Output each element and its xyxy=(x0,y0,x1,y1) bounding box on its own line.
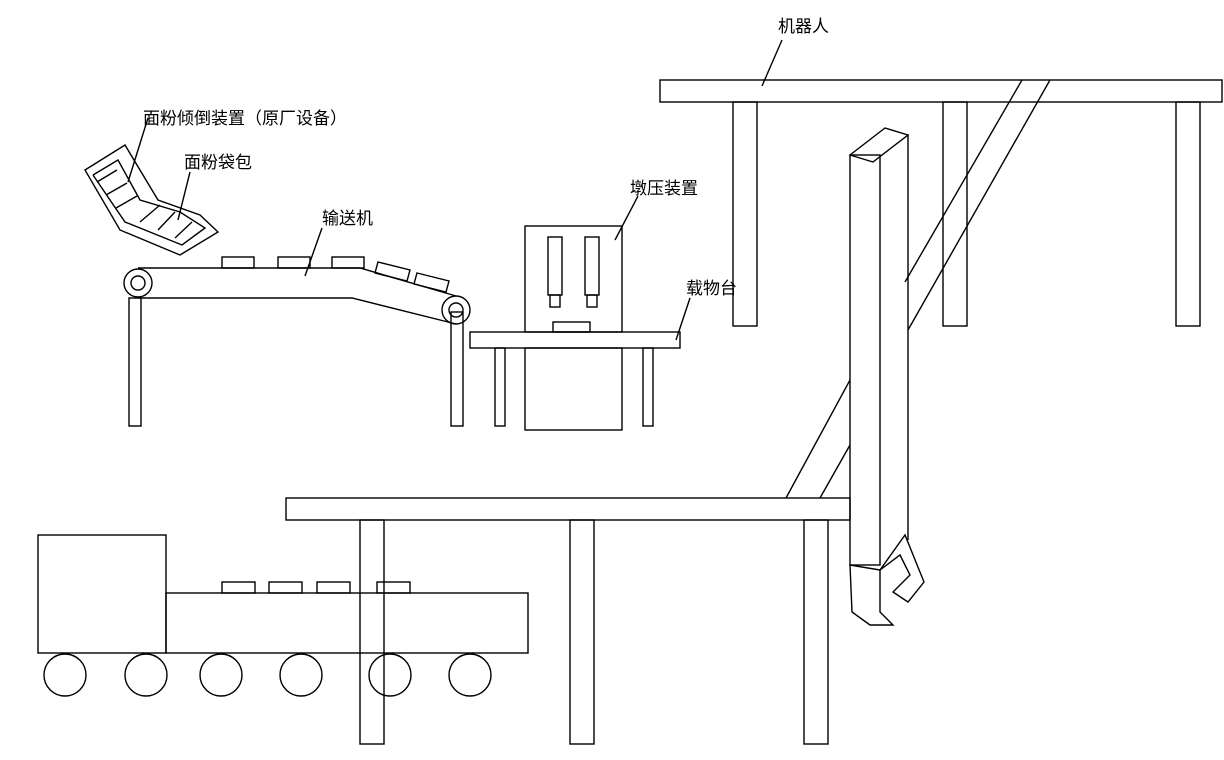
conveyor-bag-4 xyxy=(374,261,411,282)
conveyor-belt-top xyxy=(138,267,457,297)
conveyor-roller-right-hub xyxy=(448,302,464,318)
dumper-leader-line xyxy=(127,117,149,183)
gripper-jaw-right xyxy=(879,533,925,603)
conveyor-bag-2 xyxy=(277,256,311,269)
conveyor-leg-right xyxy=(450,311,464,427)
dumper-slot-6 xyxy=(174,221,193,239)
robot-arm-lower-edge-2 xyxy=(819,444,851,499)
robot-label: 机器人 xyxy=(778,17,829,37)
platform-leader-line xyxy=(675,297,691,341)
press-lower-housing xyxy=(524,347,623,431)
press-cylinder-left xyxy=(547,236,563,296)
cart-bag-4 xyxy=(376,581,411,594)
gripper-jaw-left xyxy=(849,564,895,626)
cart xyxy=(37,534,529,697)
platform-label: 载物台 xyxy=(686,279,737,299)
robot-arm-lower-edge-1 xyxy=(785,379,851,499)
gantry-leg-right xyxy=(1175,101,1201,327)
press-plate xyxy=(552,321,591,333)
conveyor-roller-left xyxy=(123,268,153,298)
dumper-outline xyxy=(84,144,220,256)
dumper-slot-1 xyxy=(96,169,118,183)
press-rod-right xyxy=(586,294,598,308)
conveyor-roller-left-hub xyxy=(130,275,146,291)
flour-dumper-label: 面粉倾倒装置（原厂设备） xyxy=(143,109,347,129)
conveyor-bag-5 xyxy=(413,272,450,293)
press-label: 墩压装置 xyxy=(630,179,698,199)
gantry-leg-left xyxy=(732,101,758,327)
conveyor-belt-bottom xyxy=(138,297,457,325)
table-top xyxy=(285,497,851,521)
cart-bag-1 xyxy=(221,581,256,594)
conveyor-label: 输送机 xyxy=(322,209,373,229)
cart-bag-3 xyxy=(316,581,351,594)
gantry-leg-middle xyxy=(942,101,968,327)
press-leader-line xyxy=(614,195,639,241)
press-cylinder-right xyxy=(584,236,600,296)
dumper-slot-4 xyxy=(139,204,161,223)
platform-top xyxy=(469,331,681,349)
conveyor-bag-1 xyxy=(221,256,255,269)
cart-wheel-2 xyxy=(124,653,168,697)
press-rod-left xyxy=(549,294,561,308)
dumper-slot-3 xyxy=(115,195,138,209)
platform-leg-left xyxy=(494,347,506,427)
cart-cab xyxy=(37,534,167,654)
conveyor-bag-3 xyxy=(331,256,365,269)
column-top-face xyxy=(848,127,910,163)
cart-wheel-4 xyxy=(279,653,323,697)
robot-arm-edge-left xyxy=(904,79,1023,283)
press-upper-housing xyxy=(524,225,623,333)
platform-leg-right xyxy=(642,347,654,427)
cart-wheel-3 xyxy=(199,653,243,697)
cart-wheel-5 xyxy=(368,653,412,697)
robot-arm-edge-right xyxy=(907,79,1051,331)
dumper-inner xyxy=(92,159,207,246)
robot-column xyxy=(849,154,881,566)
lower-table xyxy=(285,497,851,745)
dumper-slot-2 xyxy=(105,182,128,196)
cart-bed xyxy=(165,592,529,654)
press-station: 墩压装置 载物台 xyxy=(469,179,737,431)
cart-wheel-1 xyxy=(43,653,87,697)
gantry-top-beam xyxy=(659,79,1223,103)
conveyor-roller-right xyxy=(441,295,471,325)
table-leg-right xyxy=(803,519,829,745)
robot-gantry: 机器人 xyxy=(659,17,1223,626)
table-leg-middle xyxy=(569,519,595,745)
conveyor-leader-line xyxy=(304,227,323,277)
bag-leader-line xyxy=(177,171,191,221)
dumper-slot-5 xyxy=(157,211,176,231)
cart-bag-2 xyxy=(268,581,303,594)
flour-dumper: 面粉倾倒装置（原厂设备） 面粉袋包 xyxy=(84,109,347,256)
cart-wheel-6 xyxy=(448,653,492,697)
robot-leader-line xyxy=(761,39,783,87)
conveyor-leg-left xyxy=(128,297,142,427)
table-leg-left xyxy=(359,519,385,745)
conveyor: 输送机 xyxy=(123,209,471,427)
bag-label: 面粉袋包 xyxy=(184,153,252,173)
